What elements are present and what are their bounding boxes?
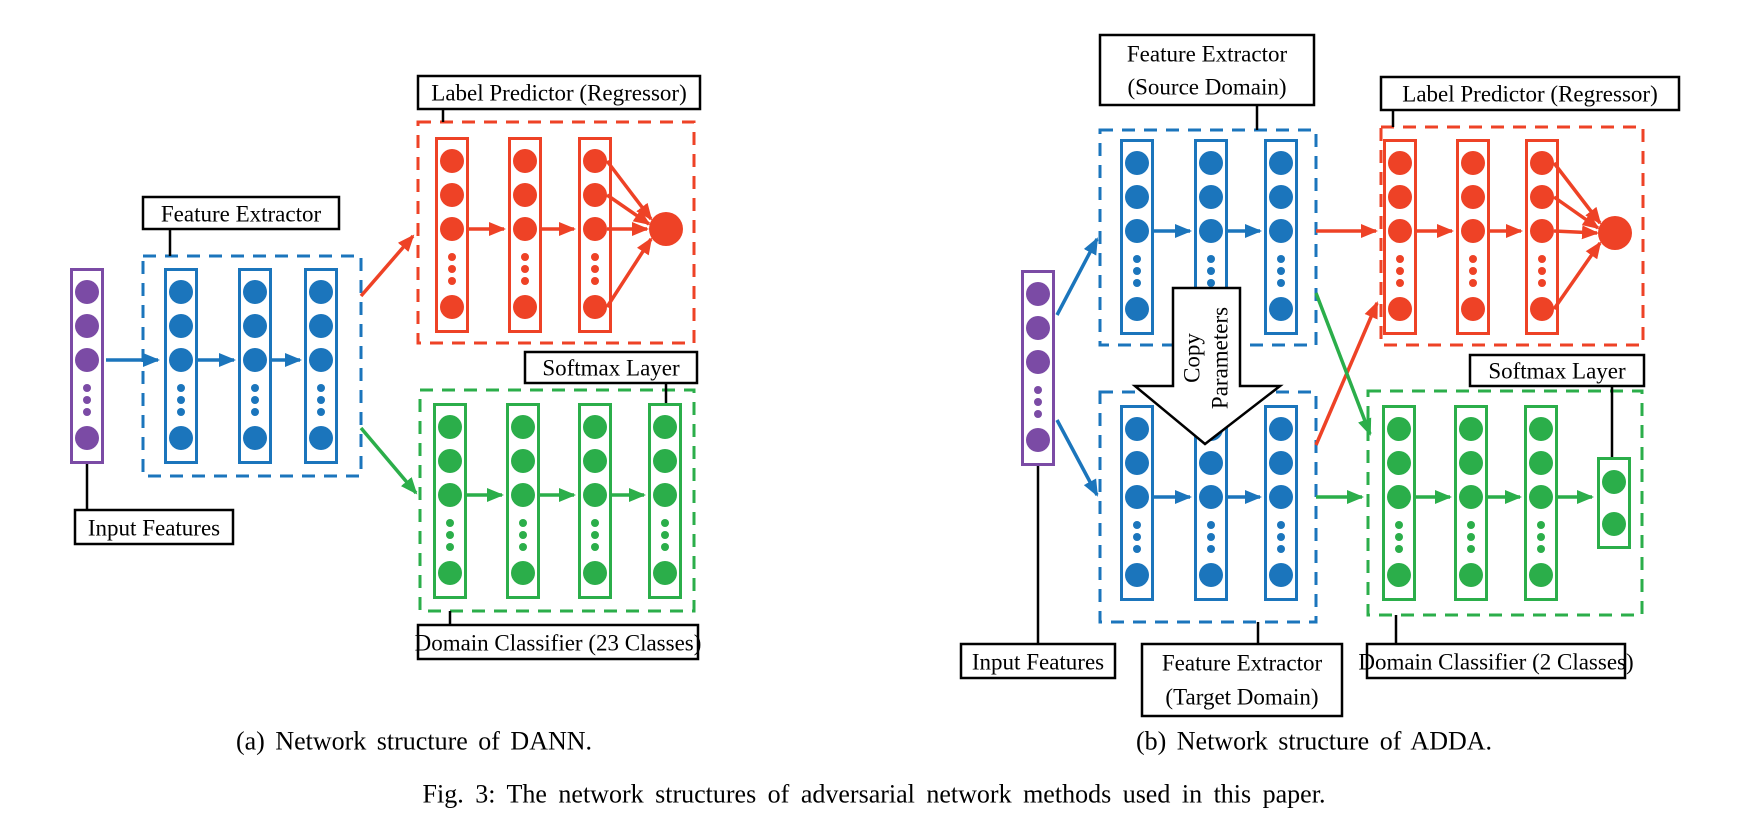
label-text: Feature Extractor <box>161 202 322 227</box>
panel-a-caption: (a) Network structure of DANN. <box>236 727 592 756</box>
fan-arrow <box>1552 161 1602 225</box>
input-to-source-fe-arrow <box>1055 237 1099 316</box>
softmax-output-layer <box>1599 459 1630 548</box>
fe-to-label-predictor-arrow <box>359 234 415 298</box>
network-layer <box>580 405 611 598</box>
network-layer <box>435 405 466 598</box>
domain-classifier-dashed-box <box>1366 389 1644 617</box>
fan-arrow <box>1552 241 1602 311</box>
label-text: Domain Classifier (23 Classes) <box>415 631 702 656</box>
feature-extractor-source-label: Feature Extractor (Source Domain) <box>1098 33 1316 107</box>
copy-parameters-text-line2: Parameters <box>1208 307 1233 409</box>
label-box <box>1365 642 1627 680</box>
network-layer <box>166 270 197 463</box>
label-box <box>141 195 341 231</box>
network-layer <box>580 139 611 332</box>
network-layer <box>306 270 337 463</box>
feature-extractor-target-block <box>1055 390 1318 624</box>
network-layer <box>650 405 681 598</box>
label-box <box>1098 33 1316 107</box>
label-text: (Target Domain) <box>1165 685 1318 710</box>
network-layer <box>1266 407 1297 600</box>
network-layer <box>1526 407 1557 600</box>
regression-output-node <box>1598 216 1632 250</box>
network-layer <box>240 270 271 463</box>
feature-extractor-label: Feature Extractor <box>141 195 341 231</box>
label-text: (Source Domain) <box>1127 75 1286 100</box>
domain-classifier-label: Domain Classifier (23 Classes) <box>415 623 702 661</box>
fan-arrow <box>1553 225 1599 240</box>
label-box <box>416 74 702 111</box>
copy-parameters-arrow: Copy Parameters <box>1131 286 1284 446</box>
network-layer <box>1456 407 1487 600</box>
label-predictor-block <box>359 120 696 345</box>
input-features-label: Input Features <box>73 508 235 546</box>
label-text: Input Features <box>88 516 220 541</box>
domain-classifier-dashed-box <box>418 388 696 613</box>
label-predictor-label: Label Predictor (Regressor) <box>416 74 702 111</box>
network-layer <box>1458 141 1489 334</box>
label-predictor-label: Label Predictor (Regressor) <box>1379 75 1681 112</box>
label-box <box>523 350 699 385</box>
label-box <box>959 642 1117 680</box>
network-layer <box>1122 407 1153 600</box>
network-layer <box>508 405 539 598</box>
input-layer <box>72 270 103 463</box>
network-layer <box>1384 407 1415 600</box>
copy-parameters-text-line1: Copy <box>1180 333 1205 383</box>
label-text: Feature Extractor <box>1127 42 1288 67</box>
label-box <box>416 623 700 661</box>
label-box <box>1140 642 1344 718</box>
label-text: Softmax Layer <box>1488 359 1626 384</box>
label-predictor-dashed-box <box>416 120 696 345</box>
domain-classifier-block <box>359 388 696 613</box>
figure-caption: Fig. 3: The network structures of advers… <box>423 780 1326 809</box>
network-layer <box>1527 141 1558 334</box>
fe-to-domain-classifier-arrow <box>359 426 418 495</box>
domain-classifier-label: Domain Classifier (2 Classes) <box>1358 642 1634 680</box>
network-layer <box>1266 141 1297 334</box>
label-text: Input Features <box>972 650 1104 675</box>
input-to-target-fe-arrow <box>1055 419 1099 497</box>
network-layer <box>510 139 541 332</box>
network-layer <box>437 139 468 332</box>
panel-a-dann: Input Features Feature Extractor Label P… <box>72 74 702 756</box>
feature-extractor-block <box>106 254 363 478</box>
network-layer <box>1122 141 1153 334</box>
feature-extractor-target-dashed-box <box>1098 390 1318 624</box>
label-text: Feature Extractor <box>1162 651 1323 676</box>
network-layer <box>72 270 103 463</box>
panel-b-adda: Copy Parameters <box>959 33 1681 756</box>
big-down-arrow <box>1131 286 1284 446</box>
input-layer <box>1023 272 1054 465</box>
label-box <box>1468 353 1646 388</box>
label-predictor-block <box>1314 125 1645 446</box>
softmax-layer-label: Softmax Layer <box>1468 353 1646 388</box>
fan-arrow <box>606 193 651 226</box>
network-layer <box>1385 141 1416 334</box>
domain-classifier-block <box>1314 292 1644 617</box>
softmax-layer-label: Softmax Layer <box>523 350 699 385</box>
label-box <box>73 508 235 546</box>
fan-arrow <box>1552 195 1600 230</box>
feature-extractor-target-label: Feature Extractor (Target Domain) <box>1140 642 1344 718</box>
label-text: Softmax Layer <box>542 356 680 381</box>
network-layer <box>1023 272 1054 465</box>
input-features-label: Input Features <box>959 642 1117 680</box>
label-box <box>1379 75 1681 112</box>
label-text: Domain Classifier (2 Classes) <box>1358 650 1633 675</box>
panel-b-caption: (b) Network structure of ADDA. <box>1136 727 1492 756</box>
source-fe-to-domain-classifier-arrow <box>1314 292 1372 436</box>
fan-arrow <box>605 237 653 308</box>
regression-output-node <box>649 212 683 246</box>
label-text: Label Predictor (Regressor) <box>431 81 686 106</box>
label-text: Label Predictor (Regressor) <box>1402 82 1657 107</box>
fan-arrow <box>605 159 653 221</box>
